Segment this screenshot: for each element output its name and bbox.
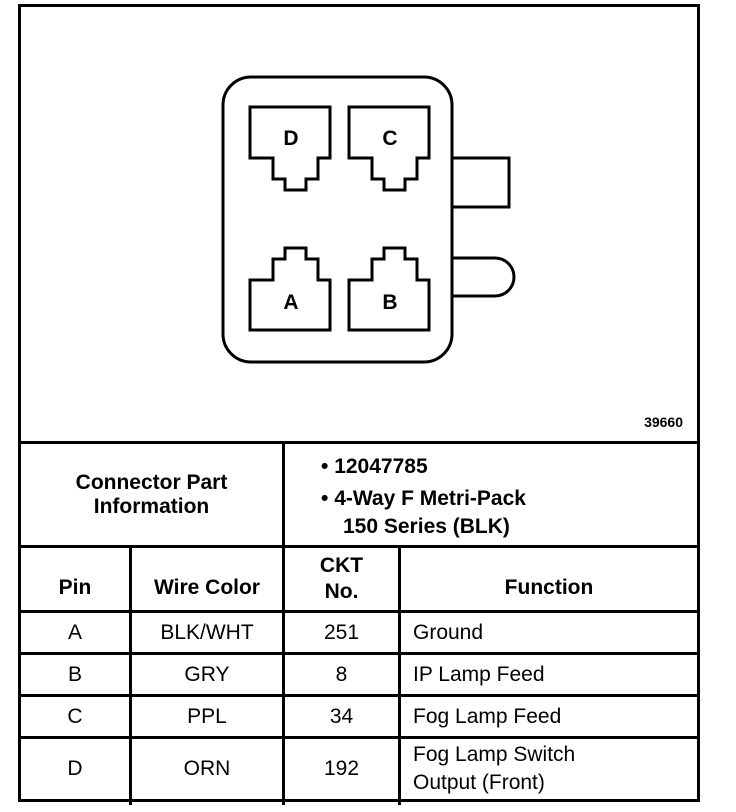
row-d-function: Fog Lamp Switch Output (Front) — [401, 739, 697, 799]
row-d-wire-color: ORN — [183, 757, 231, 780]
locking-tab — [452, 156, 511, 209]
row-a-pin: A — [67, 620, 82, 644]
divider-row-a — [21, 652, 697, 655]
divider-info — [21, 545, 697, 548]
row-c-ckt: 34 — [329, 704, 354, 728]
divider-col-ckt — [398, 545, 401, 805]
column-header-ckt-no: CKT No. — [319, 554, 364, 603]
cavity-a — [248, 246, 332, 332]
info-connector-type: • 4-Way F Metri-Pack — [321, 487, 526, 510]
row-b-pin: B — [67, 662, 82, 686]
connector-frame: D C A B 39660 Connector Part Information… — [18, 4, 700, 805]
connector-body — [221, 75, 454, 364]
row-a-function: Ground — [413, 620, 484, 644]
row-a-wire-color: BLK/WHT — [160, 620, 254, 644]
row-b-ckt: 8 — [335, 662, 348, 686]
pin-label-c: C — [382, 127, 397, 150]
connector-info-header: Connector Part Information — [75, 470, 228, 518]
row-a-ckt: 251 — [323, 620, 360, 644]
divider-row-c — [21, 736, 697, 739]
row-c-pin: C — [67, 704, 83, 728]
row-b-function: IP Lamp Feed — [413, 662, 545, 686]
connector-drawing: D C A B — [221, 75, 516, 364]
row-c-function: Fog Lamp Feed — [413, 704, 562, 728]
info-part-number: • 12047785 — [321, 455, 428, 478]
column-header-function: Function — [504, 575, 594, 599]
cavity-b — [347, 246, 431, 332]
cavity-d — [248, 105, 332, 192]
divider-header — [21, 610, 697, 613]
row-d-pin: D — [67, 757, 83, 780]
row-c-wire-color: PPL — [187, 704, 227, 728]
cavity-c — [347, 105, 431, 192]
row-b-wire-color: GRY — [184, 662, 230, 686]
column-header-pin: Pin — [58, 575, 92, 599]
connector-diagram: D C A B 39660 — [21, 7, 697, 441]
figure-number: 39660 — [644, 414, 683, 430]
divider-col-pin — [129, 545, 132, 805]
column-header-wire-color: Wire Color — [154, 575, 260, 599]
divider-col-color — [282, 545, 285, 805]
divider-diagram — [21, 441, 697, 444]
row-d-function-line2: Output (Front) — [413, 771, 545, 794]
pin-label-a: A — [283, 291, 298, 314]
connector-info-list: • 12047785 • 4-Way F Metri-Pack 150 Seri… — [321, 453, 526, 541]
info-series: 150 Series (BLK) — [343, 515, 510, 538]
row-d-function-line1: Fog Lamp Switch — [413, 743, 576, 766]
divider-row-b — [21, 694, 697, 697]
polarizing-key — [452, 256, 516, 298]
pin-label-d: D — [283, 127, 298, 150]
row-d-ckt: 192 — [323, 757, 360, 780]
divider-info-col — [282, 441, 285, 548]
pin-label-b: B — [382, 291, 397, 314]
